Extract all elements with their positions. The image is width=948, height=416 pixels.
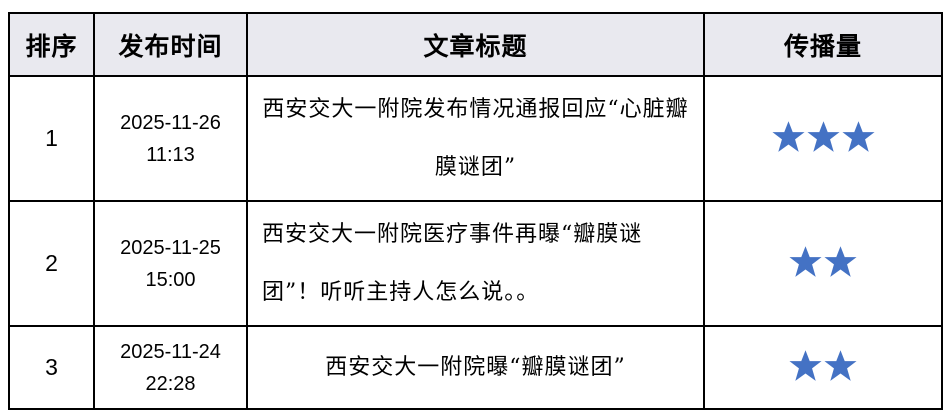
header-date: 发布时间: [93, 12, 248, 77]
star-icon: [824, 246, 857, 277]
time: 22:28: [145, 372, 196, 395]
title-cell: 西安交大一附院曝“瓣膜谜团”: [246, 325, 705, 410]
title-cell: 西安交大一附院医疗事件再曝“瓣膜谜团”！听听主持人怎么说。。: [246, 200, 705, 327]
article-table: 排序 发布时间 文章标题 传播量 1 2025-11-26 11:13 西安交大一…: [8, 12, 943, 410]
star-rating: [788, 244, 858, 279]
date-cell: 2025-11-26 11:13: [93, 75, 248, 202]
rank-cell: 2: [8, 200, 95, 327]
title-cell: 西安交大一附院发布情况通报回应“心脏瓣膜谜团”: [246, 75, 705, 202]
star-rating: [771, 119, 876, 154]
time: 15:00: [145, 268, 196, 291]
table-row: 3 2025-11-24 22:28 西安交大一附院曝“瓣膜谜团”: [8, 325, 943, 410]
star-icon: [806, 121, 840, 152]
reach-cell: [703, 75, 943, 202]
header-rank: 排序: [8, 12, 95, 77]
reach-cell: [703, 200, 943, 327]
star-icon: [789, 350, 822, 381]
date-cell: 2025-11-24 22:28: [93, 325, 248, 410]
date: 2025-11-26: [120, 111, 221, 134]
header-reach: 传播量: [703, 12, 943, 77]
rank-cell: 1: [8, 75, 95, 202]
date: 2025-11-25: [120, 236, 221, 259]
header-title: 文章标题: [246, 12, 705, 77]
table-row: 2 2025-11-25 15:00 西安交大一附院医疗事件再曝“瓣膜谜团”！听听…: [8, 200, 943, 327]
star-icon: [841, 121, 875, 152]
reach-cell: [703, 325, 943, 410]
star-icon: [789, 246, 822, 277]
time: 11:13: [146, 143, 195, 166]
header-row: 排序 发布时间 文章标题 传播量: [8, 12, 943, 77]
table-row: 1 2025-11-26 11:13 西安交大一附院发布情况通报回应“心脏瓣膜谜团…: [8, 75, 943, 202]
star-icon: [771, 121, 805, 152]
star-rating: [788, 348, 858, 383]
star-icon: [824, 350, 857, 381]
date: 2025-11-24: [120, 340, 221, 363]
rank-cell: 3: [8, 325, 95, 410]
date-cell: 2025-11-25 15:00: [93, 200, 248, 327]
